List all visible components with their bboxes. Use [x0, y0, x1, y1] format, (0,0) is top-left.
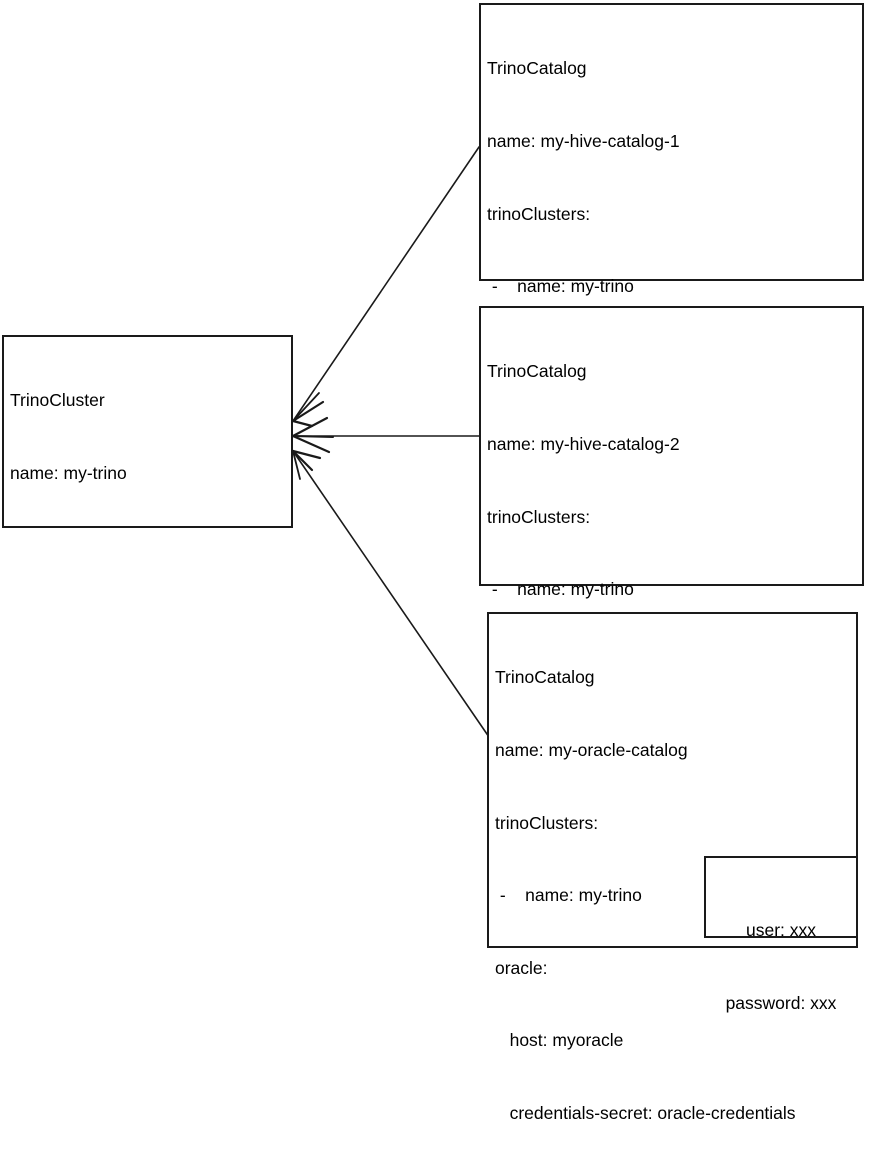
node-trino-catalog-hive-1[interactable]: TrinoCatalog name: my-hive-catalog-1 tri… — [479, 3, 864, 659]
catalog1-line-0: TrinoCatalog — [487, 58, 587, 79]
connector-catalog-1-to-cluster — [291, 146, 480, 428]
node-credentials-secret[interactable]: user: xxx password: xxx — [704, 856, 858, 1013]
catalog3-line-1: name: my-oracle-catalog — [495, 740, 688, 761]
catalog2-line-1: name: my-hive-catalog-2 — [487, 434, 680, 455]
node-credentials-secret-text: user: xxx password: xxx — [706, 870, 856, 1064]
connector-catalog-3-to-cluster — [291, 449, 490, 738]
catalog3-line-6: credentials-secret: oracle-credentials — [495, 1103, 796, 1124]
catalog1-line-1: name: my-hive-catalog-1 — [487, 131, 680, 152]
node-trino-catalog-hive-2[interactable]: TrinoCatalog name: my-hive-catalog-2 tri… — [479, 306, 864, 890]
catalog3-line-2: trinoClusters: — [495, 812, 599, 833]
catalog2-line-3: - name: my-trino — [487, 579, 634, 600]
node-trino-cluster[interactable]: TrinoCluster name: my-trino — [2, 335, 293, 528]
credentials-line-0: user: xxx — [745, 920, 817, 941]
catalog3-line-0: TrinoCatalog — [495, 667, 595, 688]
diagram-canvas: TrinoCluster name: my-trino TrinoCatalog… — [2, 3, 864, 1123]
catalog2-line-2: trinoClusters: — [487, 506, 591, 527]
catalog1-line-3: - name: my-trino — [487, 276, 634, 297]
cluster-line-0: TrinoCluster — [10, 390, 105, 411]
catalog3-line-3: - name: my-trino — [495, 885, 642, 906]
node-trino-cluster-text: TrinoCluster name: my-trino — [10, 340, 287, 534]
connector-catalog-2-to-cluster — [291, 416, 480, 454]
node-trino-catalog-oracle[interactable]: TrinoCatalog name: my-oracle-catalog tri… — [487, 612, 858, 1123]
credentials-line-1: password: xxx — [725, 993, 837, 1014]
cluster-line-1: name: my-trino — [10, 463, 127, 484]
catalog2-line-0: TrinoCatalog — [487, 361, 587, 382]
catalog1-line-2: trinoClusters: — [487, 203, 591, 224]
